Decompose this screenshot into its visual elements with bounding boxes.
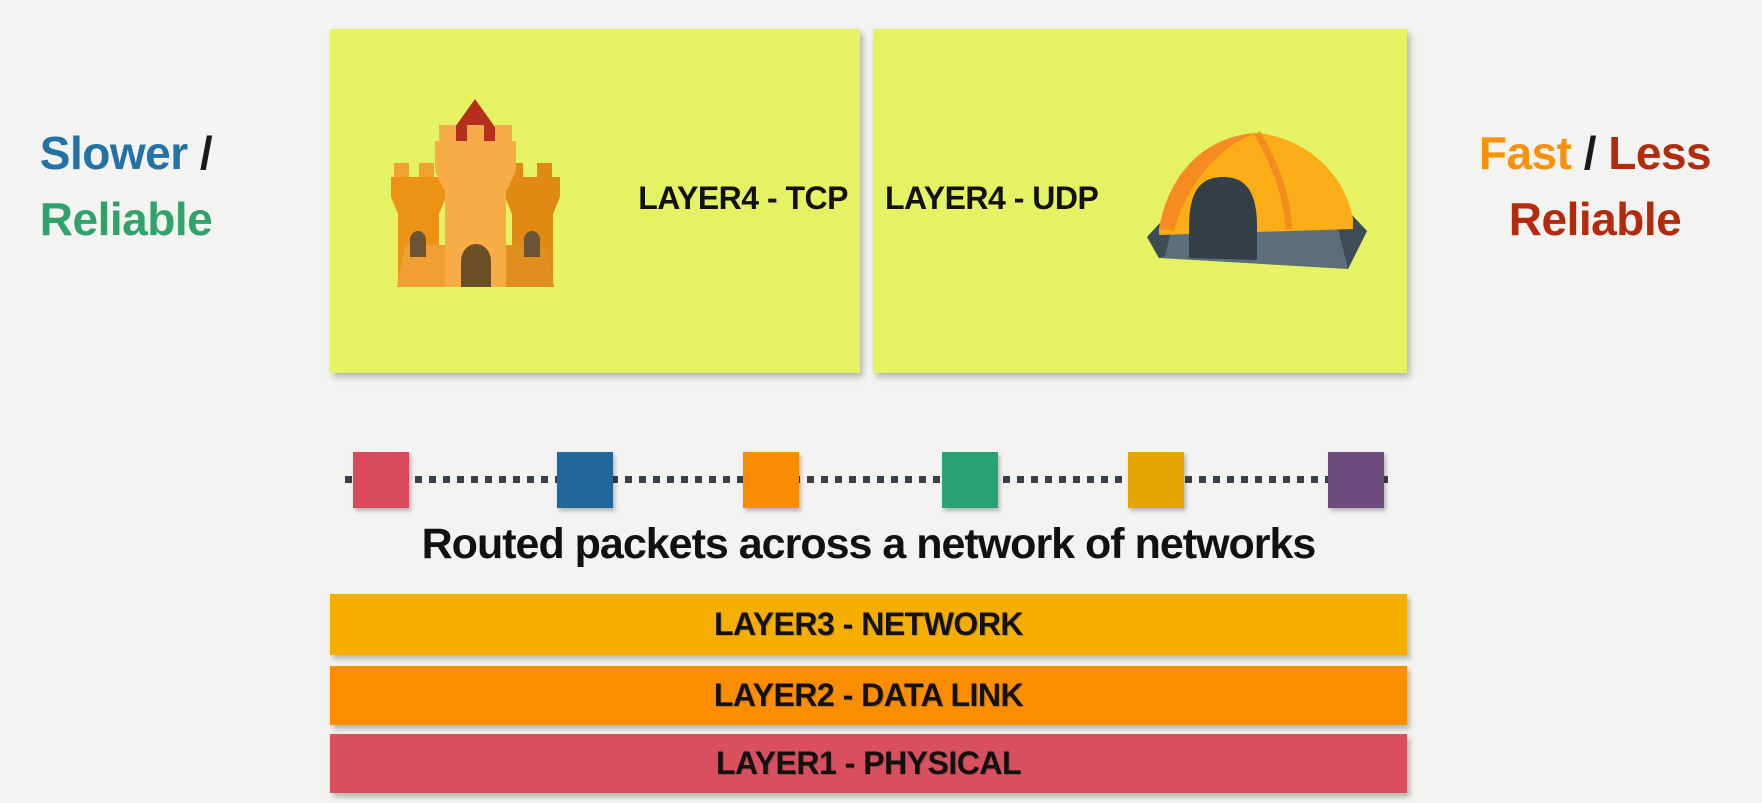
- tradeoff-label-left: Slower / Reliable: [0, 120, 252, 252]
- layer2-datalink-bar: LAYER2 - DATA LINK: [330, 666, 1407, 725]
- layer4-udp-label: LAYER4 - UDP: [885, 180, 1099, 216]
- packet-square: [353, 452, 409, 508]
- layer4-tcp-label: LAYER4 - TCP: [638, 180, 848, 216]
- packet-square: [557, 452, 613, 508]
- packet-square: [942, 452, 998, 508]
- routed-packets-caption: Routed packets across a network of netwo…: [421, 520, 1317, 568]
- castle-icon: [391, 99, 560, 287]
- reliable-text: Reliable: [39, 193, 213, 245]
- tent-icon: [1147, 131, 1367, 269]
- tradeoff-label-right: Fast / Less Reliable: [1432, 120, 1758, 252]
- layer4-udp-box: LAYER4 - UDP: [873, 29, 1407, 373]
- packet-square: [1128, 452, 1184, 508]
- fast-text: Fast: [1478, 127, 1572, 179]
- tradeoff-left-line1: Slower /: [0, 120, 252, 186]
- slash-separator: /: [1571, 127, 1609, 179]
- less-text: Less: [1608, 127, 1712, 179]
- packet-square: [743, 452, 799, 508]
- packet-route-dotted-line: [345, 476, 1395, 483]
- layer1-physical-bar: LAYER1 - PHYSICAL: [330, 734, 1407, 793]
- packet-square: [1328, 452, 1384, 508]
- tradeoff-right-line2: Reliable: [1432, 186, 1758, 252]
- layer1-label: LAYER1 - PHYSICAL: [715, 745, 1022, 781]
- layer3-network-bar: LAYER3 - NETWORK: [330, 594, 1407, 655]
- tradeoff-left-line2: Reliable: [0, 186, 252, 252]
- slash-separator: /: [187, 127, 213, 179]
- less-reliable-text: Reliable: [1508, 193, 1682, 245]
- layer2-label: LAYER2 - DATA LINK: [713, 677, 1024, 713]
- tradeoff-right-line1: Fast / Less: [1432, 120, 1758, 186]
- layer3-label: LAYER3 - NETWORK: [713, 606, 1024, 642]
- slower-text: Slower: [39, 127, 188, 179]
- layer4-tcp-box: LAYER4 - TCP: [330, 29, 860, 373]
